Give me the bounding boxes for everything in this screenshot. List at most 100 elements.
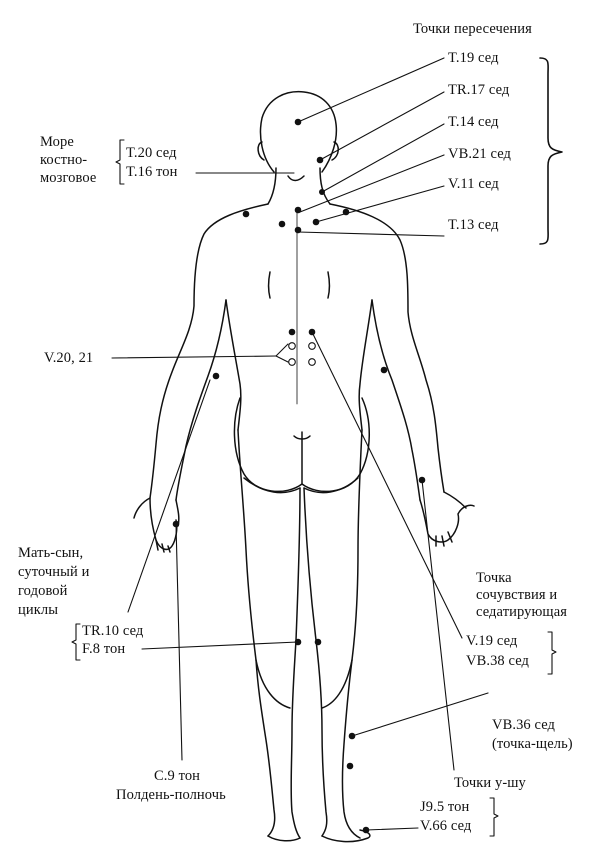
leader-v66 (365, 827, 419, 831)
label-t19: T.19 сед (448, 50, 499, 66)
label-v20-21: V.20, 21 (44, 350, 94, 366)
label-mother-3: годовой (18, 583, 68, 599)
label-t20: T.20 сед (126, 145, 177, 161)
label-mother-1: Мать-сын, (18, 545, 84, 561)
label-mother-2: суточный и (18, 564, 90, 580)
point-v19-left (288, 328, 296, 336)
label-vb38: VB.38 сед (466, 653, 530, 669)
label-vb21: VB.21 сед (448, 146, 512, 162)
label-cleft: (точка-щель) (492, 736, 573, 752)
leader-lines (111, 57, 489, 831)
left-scapula (267, 271, 271, 299)
label-t16: T.16 тон (126, 164, 178, 180)
point-v66 (362, 826, 370, 834)
left-leg-inner (290, 487, 301, 839)
label-marrow-3: мозговое (40, 170, 97, 186)
left-foot (267, 835, 301, 842)
right-hand (419, 491, 475, 543)
point-vb21-right (342, 208, 350, 216)
left-fingers (155, 539, 171, 553)
leader-v11 (315, 185, 445, 223)
label-sympathy-2: сочувствия и (476, 587, 558, 603)
label-v66: V.66 сед (420, 818, 472, 834)
point-v21-left (288, 358, 296, 366)
v19-brace (547, 631, 557, 675)
leader-tr10 (127, 379, 211, 613)
intersection-title: Точки пересечения (413, 21, 532, 37)
wushu-brace (489, 797, 499, 837)
label-sympathy-1: Точка (476, 570, 512, 586)
point-vb36 (348, 732, 356, 740)
leader-j95 (421, 479, 455, 771)
sacral-mark (293, 435, 311, 440)
neck-crease (287, 175, 305, 182)
point-tr10-left (212, 372, 220, 380)
head-outline (259, 90, 338, 173)
label-c9: C.9 тон (154, 768, 201, 784)
leader-c9 (175, 523, 183, 761)
label-t13: T.13 сед (448, 217, 499, 233)
left-calf (255, 659, 291, 709)
right-calf (321, 659, 353, 709)
right-scapula (327, 271, 331, 299)
leader-vb36 (351, 692, 489, 737)
point-f8-left (294, 638, 302, 646)
label-noon: Полдень-полночь (116, 787, 226, 803)
label-t14: T.14 сед (448, 114, 499, 130)
point-j95 (418, 476, 426, 484)
right-inner-arm (371, 299, 421, 501)
leader-tr17 (319, 91, 445, 161)
left-inner-arm (175, 299, 227, 501)
leader-v20-lower (275, 355, 289, 363)
label-marrow-1: Море (40, 134, 74, 150)
point-c9 (172, 520, 180, 528)
label-mother-4: циклы (18, 602, 59, 618)
label-vb36: VB.36 сед (492, 717, 556, 733)
leader-v19 (311, 331, 463, 639)
right-shoulder-arm (329, 203, 445, 493)
leader-v20-upper (275, 343, 289, 357)
point-t13 (294, 226, 302, 234)
point-vb21-left (242, 210, 250, 218)
leader-t19 (297, 57, 445, 123)
label-marrow-2: костно- (40, 152, 88, 168)
point-v19-right (308, 328, 316, 336)
label-j95: J9.5 тон (420, 799, 470, 815)
label-v19: V.19 сед (466, 633, 518, 649)
point-v11-right (312, 218, 320, 226)
label-wushu: Точки у-шу (454, 775, 526, 791)
point-neck-1 (294, 206, 302, 214)
point-t14 (319, 189, 325, 195)
left-shoulder-arm (149, 203, 269, 499)
point-v20-left (288, 342, 296, 350)
point-v20-right (308, 342, 316, 350)
intersection-brace (539, 57, 563, 245)
left-ear (257, 141, 265, 161)
point-v21-right (308, 358, 316, 366)
point-tr10-right (380, 366, 388, 374)
tr10-brace (71, 623, 81, 661)
label-sympathy-3: седатирующая (476, 604, 568, 620)
point-tr17 (316, 156, 324, 164)
point-t19 (294, 118, 302, 126)
point-v11-left (278, 220, 286, 228)
right-leg-inner (303, 487, 328, 837)
label-v11: V.11 сед (448, 176, 499, 192)
right-leg-outer (341, 429, 363, 839)
leader-vb21 (299, 154, 445, 213)
marrow-brace (115, 139, 125, 185)
label-tr10: TR.10 сед (82, 623, 144, 639)
right-gluteal-fold (303, 477, 359, 494)
left-leg-outer (237, 429, 276, 837)
right-fingers (435, 531, 453, 547)
point-vb38 (346, 762, 354, 770)
left-waist (225, 299, 242, 431)
leader-f8 (141, 641, 299, 650)
left-gluteal-fold (243, 477, 301, 494)
point-f8-right (314, 638, 322, 646)
leader-t13 (297, 231, 445, 237)
leader-t14 (321, 123, 445, 193)
